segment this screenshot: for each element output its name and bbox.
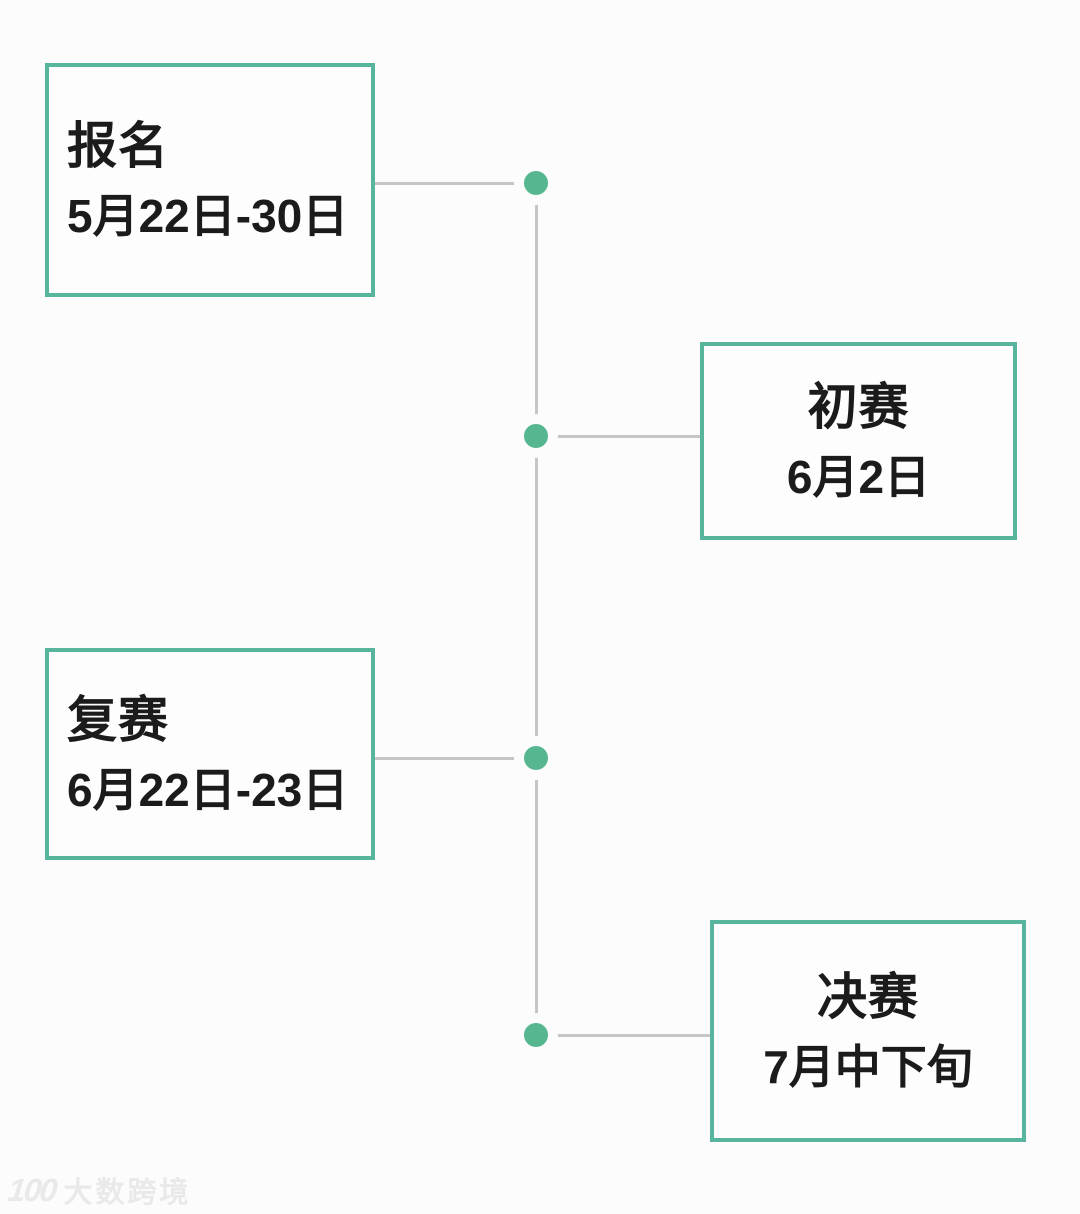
connector-preliminary xyxy=(538,435,700,438)
stage-name: 报名 xyxy=(67,118,169,174)
watermark-brand-text: 大数跨境 xyxy=(63,1177,192,1209)
stage-name: 决赛 xyxy=(817,969,919,1025)
watermark-100-logo-icon: 100 xyxy=(6,1171,58,1208)
connector-registration xyxy=(375,182,536,185)
watermark: 100 大数跨境 xyxy=(6,1170,192,1210)
connector-final xyxy=(538,1034,710,1037)
stage-box-preliminary: 初赛 6月2日 xyxy=(700,342,1017,540)
timeline-dot-registration xyxy=(514,161,558,205)
stage-name: 初赛 xyxy=(807,379,910,435)
stage-date: 6月2日 xyxy=(786,451,931,503)
stage-name: 复赛 xyxy=(67,692,169,748)
stage-box-final: 决赛 7月中下旬 xyxy=(710,920,1026,1142)
stage-date: 5月22日-30日 xyxy=(67,190,349,242)
timeline-axis-line xyxy=(535,183,538,1035)
timeline-dot-final xyxy=(514,1013,558,1057)
stage-box-semifinal: 复赛 6月22日-23日 xyxy=(45,648,375,860)
stage-box-registration: 报名 5月22日-30日 xyxy=(45,63,375,297)
stage-date: 7月中下旬 xyxy=(763,1041,973,1093)
stage-date: 6月22日-23日 xyxy=(67,764,349,816)
connector-semifinal xyxy=(375,757,536,760)
timeline-dot-preliminary xyxy=(514,414,558,458)
timeline-dot-semifinal xyxy=(514,736,558,780)
